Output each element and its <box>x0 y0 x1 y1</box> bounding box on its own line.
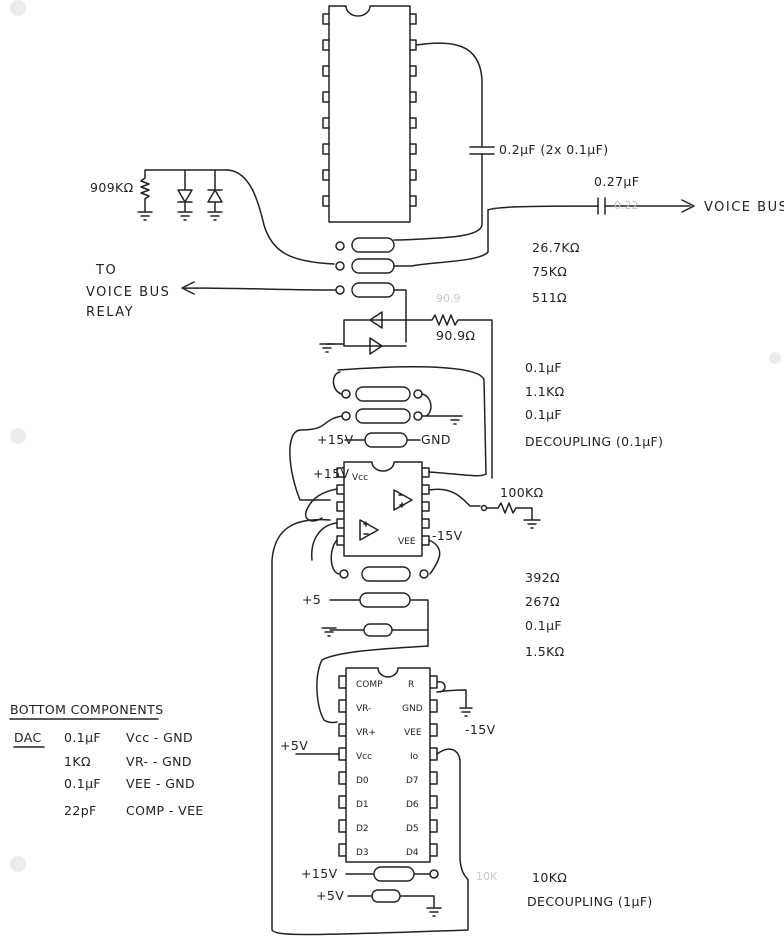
top-ic-right-pins <box>409 13 417 207</box>
minus15-label-2: -15V <box>465 722 496 737</box>
plus5v-label-2: +5V <box>316 888 344 903</box>
top-decoupling-cap <box>393 42 495 241</box>
plus5v-label-1: +5V <box>280 738 308 753</box>
dac-pin-d1: D1 <box>356 800 369 810</box>
svg-text:10K: 10K <box>476 870 498 883</box>
feedback-network <box>289 366 487 501</box>
legend-group-3: 392Ω 267Ω 0.1µF 1.5KΩ <box>525 570 565 659</box>
bottom-row-0-value: 0.1µF <box>64 730 101 745</box>
dac-pin-d3: D3 <box>356 848 369 858</box>
bottom-row-2-value: 0.1µF <box>64 776 101 791</box>
legend2-item-0: 0.1µF <box>525 360 562 375</box>
legend-group-4: 10KΩ DECOUPLING (1µF) <box>527 870 653 909</box>
relay-label-1: TO <box>95 263 117 278</box>
legend2-item-1: 1.1KΩ <box>525 384 565 399</box>
legend3-item-0: 392Ω <box>525 570 560 585</box>
bottom-title: BOTTOM COMPONENTS <box>10 702 164 717</box>
plus15-label-1: +15V <box>317 432 354 447</box>
bottom-dac-label: DAC <box>14 730 42 745</box>
output-capacitor: 0.22 <box>487 197 695 215</box>
dac-input-network <box>271 518 469 936</box>
opamp-chip <box>304 461 541 582</box>
res-909k-label: 909KΩ <box>90 180 134 195</box>
input-diodes-resistor <box>137 169 335 265</box>
gnd-label: GND <box>421 432 451 447</box>
res-100k-label: 100KΩ <box>500 485 544 500</box>
relay-label-2: VOICE BUS <box>86 285 170 300</box>
dac-pin-d6: D6 <box>406 800 419 810</box>
dac-pin-d7: D7 <box>406 776 419 786</box>
dac-pin-d5: D5 <box>406 824 419 834</box>
minus15-label-1: -15V <box>432 528 463 543</box>
binder-holes <box>10 0 781 872</box>
top-ic-left-pins <box>322 13 330 207</box>
bottom-row-0-conn: Vcc - GND <box>126 730 193 745</box>
top-ic-chip <box>322 5 417 223</box>
dac-chip: 10K <box>295 667 498 917</box>
dac-pin-r: R <box>408 680 414 690</box>
svg-text:0.22: 0.22 <box>614 199 639 212</box>
dac-pin-vr-minus: VR- <box>356 704 371 714</box>
relay-arrow <box>181 281 337 295</box>
legend1-item-2: 511Ω <box>532 290 567 305</box>
dac-pin-io: Io <box>410 752 419 762</box>
dac-pin-vee: VEE <box>404 728 422 738</box>
dac-pin-d0: D0 <box>356 776 369 786</box>
cap-top-label: 0.2µF (2x 0.1µF) <box>499 142 609 157</box>
dac-pin-vr-plus: VR+ <box>356 728 376 738</box>
legend3-item-1: 267Ω <box>525 594 560 609</box>
plus15-label-2: +15V <box>313 466 350 481</box>
voice-bus-label: VOICE BUS <box>704 200 784 215</box>
legend-group-2: 0.1µF 1.1KΩ 0.1µF DECOUPLING (0.1µF) <box>525 360 663 449</box>
legend2-item-2: 0.1µF <box>525 407 562 422</box>
legend4-item-0: 10KΩ <box>532 870 567 885</box>
bottom-row-2-conn: VEE - GND <box>126 776 195 791</box>
dac-pin-d4: D4 <box>406 848 419 858</box>
dac-pin-vcc: Vcc <box>356 752 372 762</box>
legend1-item-0: 26.7KΩ <box>532 240 580 255</box>
cap-out-label: 0.27µF <box>594 174 639 189</box>
bottom-row-3-conn: COMP - VEE <box>126 803 204 818</box>
plus15-label-3: +15V <box>301 866 338 881</box>
opamp-vcc: Vcc <box>352 473 368 483</box>
legend3-item-3: 1.5KΩ <box>525 644 565 659</box>
res-90-9-label: 90.9Ω <box>436 328 475 343</box>
legend1-item-1: 75KΩ <box>532 264 567 279</box>
legend-group-1: 26.7KΩ 75KΩ 511Ω <box>532 240 580 305</box>
resistor-stack-top <box>335 209 489 343</box>
bottom-row-1-conn: VR- - GND <box>126 754 192 769</box>
dac-pin-comp: COMP <box>356 680 383 690</box>
clamp-diodes: 90.9 <box>319 292 493 479</box>
legend2-item-3: DECOUPLING (0.1µF) <box>525 434 663 449</box>
legend3-item-2: 0.1µF <box>525 618 562 633</box>
relay-label-3: RELAY <box>86 305 134 320</box>
bottom-row-3-value: 22pF <box>64 803 97 818</box>
opamp-vee: VEE <box>398 537 416 547</box>
dac-pin-gnd: GND <box>402 704 423 714</box>
bottom-row-1-value: 1KΩ <box>64 754 91 769</box>
bottom-components-note: BOTTOM COMPONENTS DAC 0.1µF Vcc - GND 1K… <box>9 702 204 818</box>
legend4-item-1: DECOUPLING (1µF) <box>527 894 653 909</box>
dac-pin-d2: D2 <box>356 824 369 834</box>
plus5-label: +5 <box>302 592 321 607</box>
svg-text:90.9: 90.9 <box>436 292 461 305</box>
